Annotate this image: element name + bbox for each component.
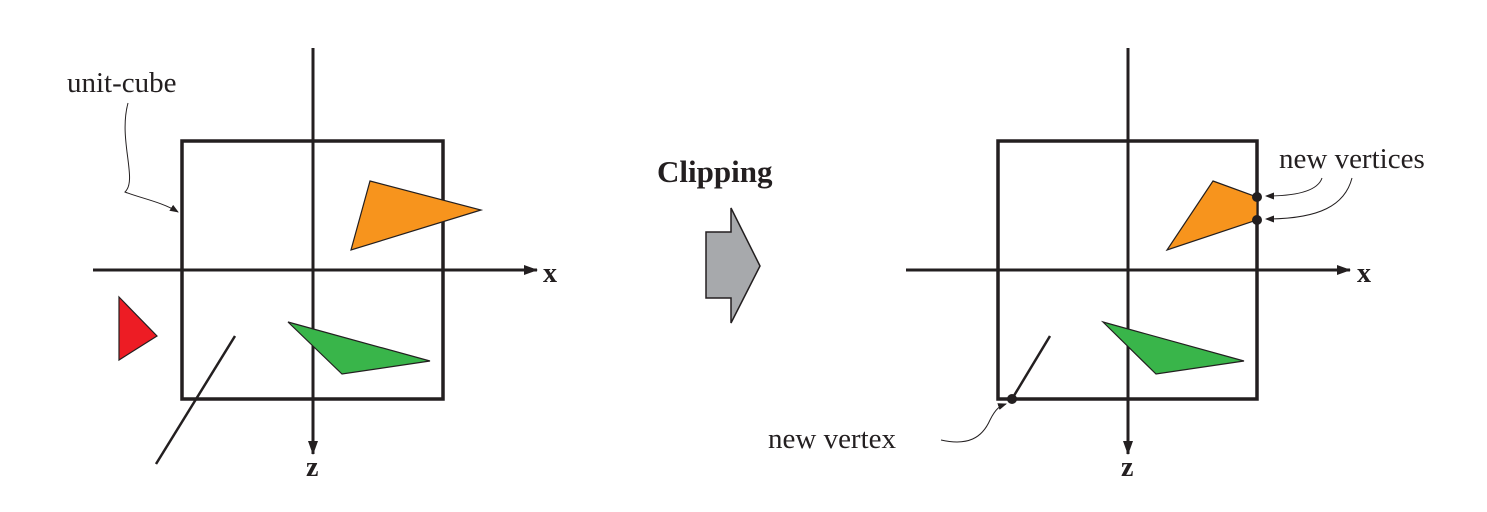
unit-cube-label: unit-cube — [67, 67, 177, 99]
new-vertices-leader-bottom — [1265, 177, 1353, 223]
new-vertices-label: new vertices — [1279, 143, 1425, 175]
clipping-arrow-icon — [705, 207, 761, 324]
green-triangle — [287, 321, 431, 375]
line-segment — [154, 335, 237, 465]
left-panel: unit-cube x z — [67, 48, 557, 483]
orange-triangle — [350, 180, 484, 251]
line-segment-clipped — [1010, 335, 1052, 400]
new-vertex-dot-line — [1007, 394, 1017, 404]
orange-clipped-polygon — [1165, 180, 1258, 252]
unit-cube-leader — [124, 102, 179, 213]
x-axis-label-right: x — [1357, 258, 1371, 289]
new-vertex-dot-top — [1252, 192, 1262, 202]
new-vertex-leader — [940, 403, 1007, 443]
green-triangle-clipped — [1100, 320, 1245, 375]
new-vertices-leader-top — [1265, 177, 1323, 200]
z-axis-label-right: z — [1121, 452, 1133, 483]
clipping-transition: Clipping — [657, 154, 773, 324]
clipping-title: Clipping — [657, 154, 773, 189]
red-triangle — [118, 295, 158, 362]
new-vertex-dot-bottom — [1252, 215, 1262, 225]
right-panel: new vertices new vertex x z — [768, 48, 1425, 483]
new-vertex-label: new vertex — [768, 423, 897, 455]
x-axis-label-left: x — [543, 258, 557, 289]
z-axis-label-left: z — [306, 452, 318, 483]
